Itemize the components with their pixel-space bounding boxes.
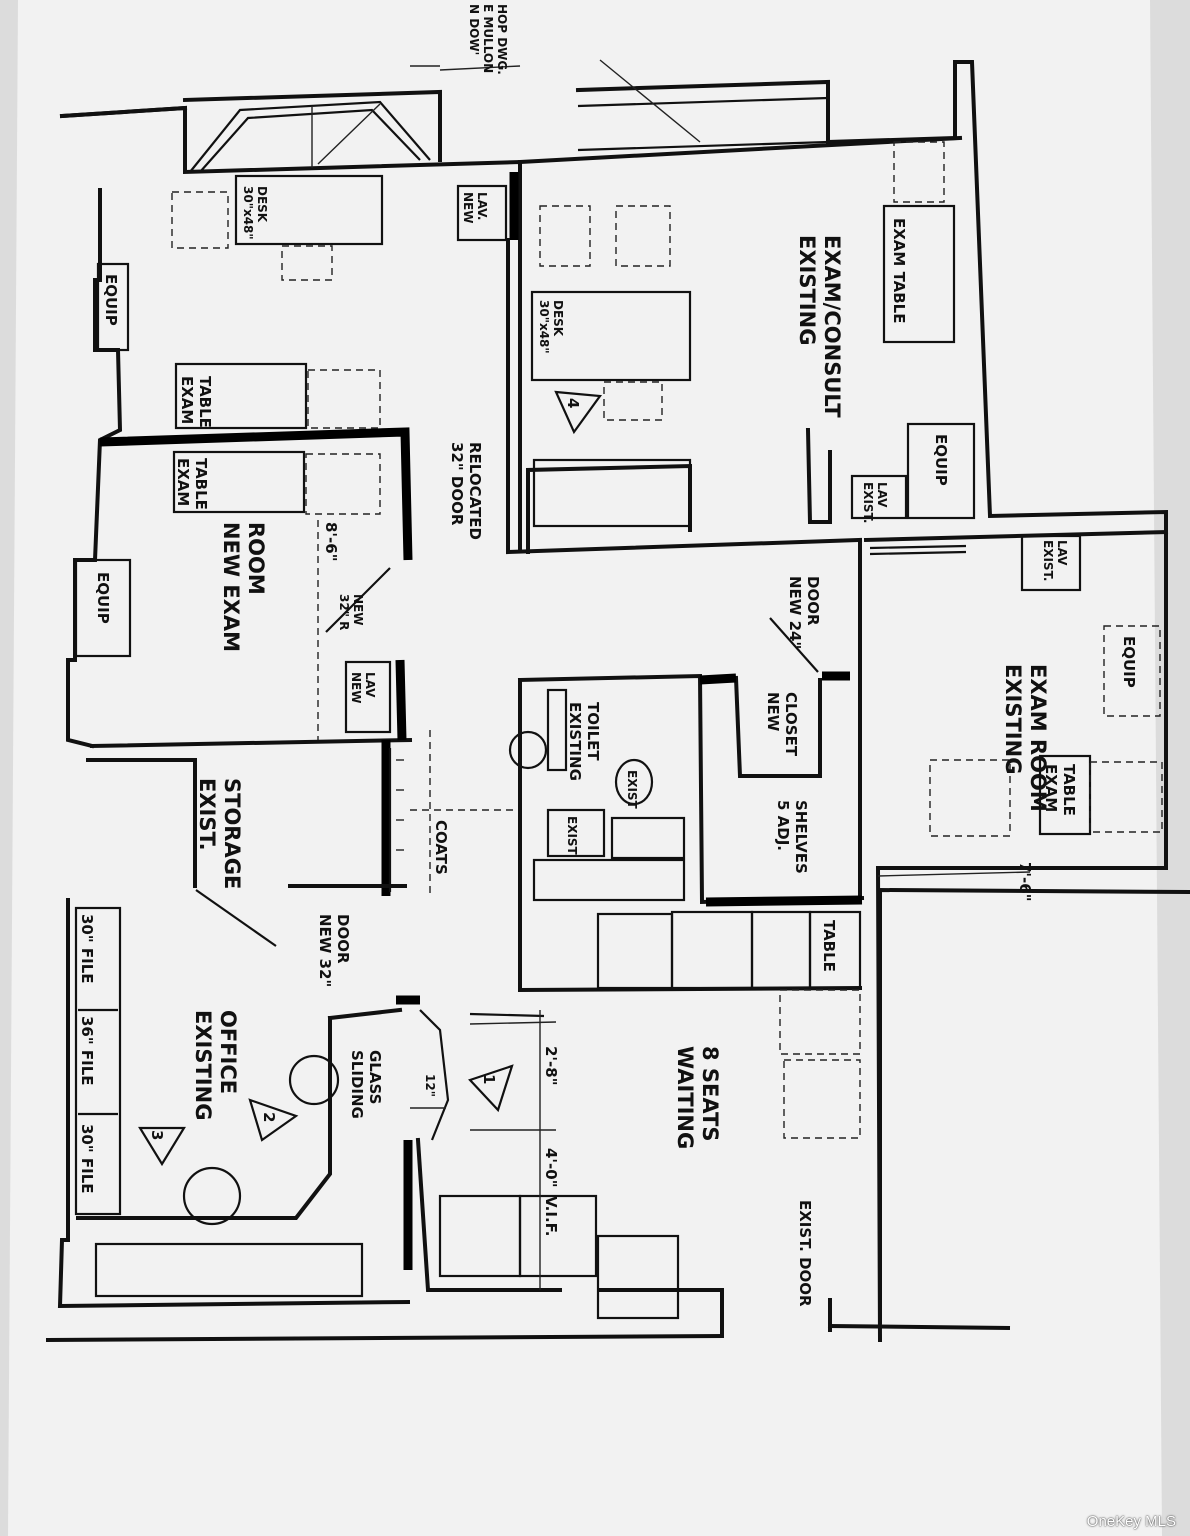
desk-top-label: 30"x48"DESK — [241, 186, 269, 240]
exam-table-top-label: EXAMTABLE — [178, 376, 214, 428]
revision-tag-2: 2 — [260, 1112, 278, 1122]
room-exist-storage: EXIST.STORAGE — [195, 778, 244, 889]
top-note: N DOW'E MULLONHOP DWG. — [467, 4, 509, 75]
outer-walls — [45, 60, 1190, 1343]
furniture — [74, 141, 1163, 1320]
equip-left-label: EQUIP — [94, 572, 112, 624]
desk-consult-label: 30"x48"DESK — [537, 300, 565, 354]
equip-right-box — [1103, 625, 1161, 717]
door-relocated-label: 32" DOORRELOCATED — [448, 442, 484, 540]
room-existing-exam-room: EXISTINGEXAM ROOM — [1001, 664, 1050, 812]
door-24-swing — [769, 617, 819, 673]
revision-tag-1: 1 — [480, 1074, 498, 1084]
revision-triangle-2 — [248, 1098, 299, 1142]
equip-top-label: EQUIP — [102, 274, 120, 326]
exist-lav-consult-box — [850, 474, 908, 520]
door-swings — [195, 567, 819, 1018]
watermark: OneKey MLS — [1086, 1513, 1176, 1530]
revision-tag-4: 4 — [564, 398, 582, 408]
door-32r-swing — [325, 567, 391, 633]
door-new-32-label: NEW 32"DOOR — [316, 914, 352, 987]
exist-lav-right-label: EXIST.LAV — [1041, 540, 1069, 581]
new-lav-top-box — [456, 184, 508, 242]
column-circle — [508, 730, 548, 770]
equip-consult-box — [906, 422, 976, 520]
door-32-swing — [195, 889, 277, 947]
exist-toilet-label: EXIST — [625, 770, 639, 810]
revision-triangle-3 — [138, 1126, 186, 1167]
room-existing-toilet: EXISTINGTOILET — [566, 702, 602, 781]
exist-lav-consult-label: EXIST.LAV — [861, 482, 889, 523]
door-32r-label: 32" RNEW — [337, 594, 365, 630]
dim-12: 12" — [423, 1074, 437, 1097]
dim-vif: V.I.F. — [542, 1196, 560, 1236]
door-new-24-label: NEW 24"DOOR — [786, 576, 822, 649]
new-lav-exam-label: NEWLAV — [349, 672, 377, 703]
table-label: TABLE — [820, 920, 838, 972]
sliding-glass-label: SLIDINGGLASS — [348, 1050, 384, 1119]
coats-label: COATS — [432, 820, 450, 875]
exist-sink-label: EXIST — [565, 816, 579, 856]
revision-triangle-1 — [468, 1064, 514, 1113]
table-box — [808, 910, 862, 990]
file-30-top-label: 30" FILE — [78, 914, 96, 984]
equip-right-label: EQUIP — [1120, 636, 1138, 688]
equip-consult-label: EQUIP — [932, 434, 950, 486]
exam-table-right-label: EXAMTABLE — [1042, 764, 1078, 816]
exist-lav-right-box — [1020, 534, 1082, 592]
room-waiting: WAITING8 SEATS — [673, 1046, 722, 1149]
door-exist-label: EXIST. DOOR — [796, 1200, 814, 1307]
file-36-label: 36" FILE — [78, 1016, 96, 1086]
room-new-exam-room: NEW EXAMROOM — [219, 522, 268, 652]
shelves-label: 5 ADJ.SHELVES — [774, 800, 810, 874]
new-lav-top-label: NEWLAV. — [461, 192, 489, 223]
dim-2-8: 2'-8" — [542, 1046, 560, 1086]
exam-table-new-label: EXAMTABLE — [174, 458, 210, 510]
interior-walls — [76, 172, 1169, 1338]
bay-windows — [189, 59, 701, 173]
file-30-bottom-label: 30" FILE — [78, 1124, 96, 1194]
paper-sheet — [8, 0, 1162, 1536]
room-existing-office: EXISTINGOFFICE — [191, 1010, 240, 1120]
revision-triangle-4 — [554, 390, 603, 435]
room-existing-exam-consult: EXISTINGEXAM/CONSULT — [795, 235, 844, 418]
exam-table-consult-label: EXAM TABLE — [890, 218, 908, 323]
revision-tags — [138, 390, 603, 1167]
dim-7-6: 7'-6" — [1016, 862, 1034, 902]
dim-8-6: 8'-6" — [322, 522, 340, 562]
new-lav-exam-box — [344, 660, 392, 734]
equip-left-box — [74, 558, 132, 658]
revision-tag-3: 3 — [148, 1130, 166, 1140]
equip-top-box — [96, 262, 130, 352]
room-new-closet: NEWCLOSET — [764, 692, 800, 757]
dim-4-0: 4'-0" — [542, 1148, 560, 1188]
